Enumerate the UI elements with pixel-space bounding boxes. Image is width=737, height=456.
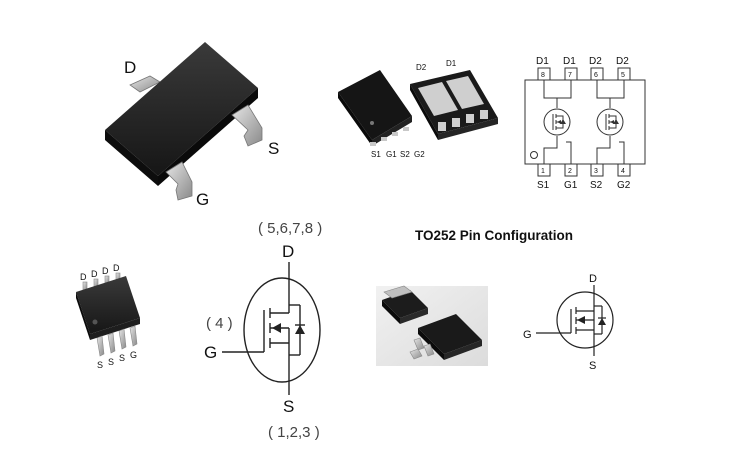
dual-pin-num-7: 7 — [568, 72, 572, 79]
dual-pinout-outline — [524, 79, 646, 165]
to252-mosfet-symbol: D G S — [523, 273, 614, 372]
dfn-top-view-body — [338, 70, 412, 140]
to252-source-label: S — [589, 360, 596, 372]
mosfet-drain-pins: ( 5,6,7,8 ) — [258, 220, 322, 237]
so8-label-s3: S — [119, 353, 125, 363]
dfn-label-s2: S2 — [400, 150, 410, 159]
mosfet-envelope — [243, 277, 321, 383]
dual-pin-name-3: S2 — [590, 180, 603, 191]
dual-mosfet-1-symbol — [543, 108, 571, 136]
so8-label-s2: S — [108, 357, 114, 367]
dual-pin-name-2: G1 — [564, 180, 578, 191]
mosfet-gate-label: G — [204, 343, 217, 362]
dfn-label-d2: D2 — [416, 63, 427, 72]
dual-pinout-diagram: 8 7 6 5 1 2 3 4 — [524, 56, 646, 191]
dfn-top-view-pads — [370, 127, 409, 146]
mosfet-source-label: S — [283, 397, 294, 416]
dual-pin-name-1: S1 — [537, 180, 550, 191]
dfn-drain-pad-1 — [446, 76, 484, 109]
dual-pinout-pin1-mark — [530, 151, 538, 159]
sot23-package: D S G — [105, 42, 279, 209]
dual-pin-num-2: 2 — [568, 168, 572, 175]
dfn-drain-pad-2 — [418, 82, 458, 116]
to252-leads — [409, 337, 435, 360]
dfn-package: D2 D1 S1 G1 S2 G2 — [338, 59, 498, 159]
dual-pin-name-8: D1 — [536, 56, 549, 67]
so8-label-s1: S — [97, 360, 103, 370]
so8-label-d4: D — [113, 263, 120, 273]
dfn-bottom-view-pads — [438, 110, 488, 131]
dfn-pin1-dot — [370, 121, 374, 125]
dual-pin-num-8: 8 — [541, 72, 545, 79]
sot23-body-side — [105, 130, 158, 186]
dual-pin-name-7: D1 — [563, 56, 576, 67]
to252-title: TO252 Pin Configuration — [415, 228, 573, 243]
mosfet-arrow — [272, 323, 281, 333]
so8-label-g: G — [130, 350, 137, 360]
dual-pin-num-3: 3 — [594, 168, 598, 175]
sot23-label-s: S — [268, 139, 279, 158]
so8-package: D D D D S S S G — [76, 263, 140, 370]
dual-pin-num-6: 6 — [594, 72, 598, 79]
mosfet-source-pins: ( 1,2,3 ) — [268, 424, 320, 441]
sot23-source-lead — [231, 104, 263, 147]
so8-label-d3: D — [102, 266, 109, 276]
so8-body-top — [76, 276, 140, 334]
dual-pin-name-5: D2 — [616, 56, 629, 67]
dual-pinout-bottom-pins: 1 2 3 4 — [537, 163, 631, 177]
dual-pin-num-4: 4 — [621, 168, 625, 175]
so8-label-d2: D — [91, 269, 98, 279]
dual-pinout-wiring — [543, 80, 625, 164]
mosfet-gate-pin: ( 4 ) — [206, 315, 233, 332]
dual-pinout-top-pins: 8 7 6 5 — [537, 67, 631, 81]
dual-pin-num-1: 1 — [541, 168, 545, 175]
dfn-label-g1: G1 — [386, 150, 397, 159]
dual-mosfet-2-symbol — [596, 108, 624, 136]
to252-drain-label: D — [589, 273, 597, 285]
dual-pin-name-6: D2 — [589, 56, 602, 67]
dual-pin-name-4: G2 — [617, 180, 631, 191]
sot23-label-d: D — [124, 58, 136, 77]
mosfet-symbol-large: ( 5,6,7,8 ) D ( 4 ) G S ( 1,2,3 ) — [204, 220, 322, 441]
mosfet-body-diode — [295, 325, 305, 334]
so8-bottom-leads — [96, 325, 138, 357]
to252-gate-label: G — [523, 329, 532, 341]
dual-pin-num-5: 5 — [621, 72, 625, 79]
sot23-label-g: G — [196, 190, 209, 209]
sot23-gate-lead — [165, 161, 193, 201]
sot23-body-top — [105, 42, 258, 176]
so8-pin1-dot — [92, 319, 98, 325]
sot23-body-front — [158, 88, 258, 186]
mosfet-drain-label: D — [282, 242, 294, 261]
to252-package-photo — [376, 285, 488, 366]
so8-label-d1: D — [80, 272, 87, 282]
dfn-label-d1: D1 — [446, 59, 457, 68]
dfn-label-g2: G2 — [414, 150, 425, 159]
dfn-label-s1: S1 — [371, 150, 381, 159]
